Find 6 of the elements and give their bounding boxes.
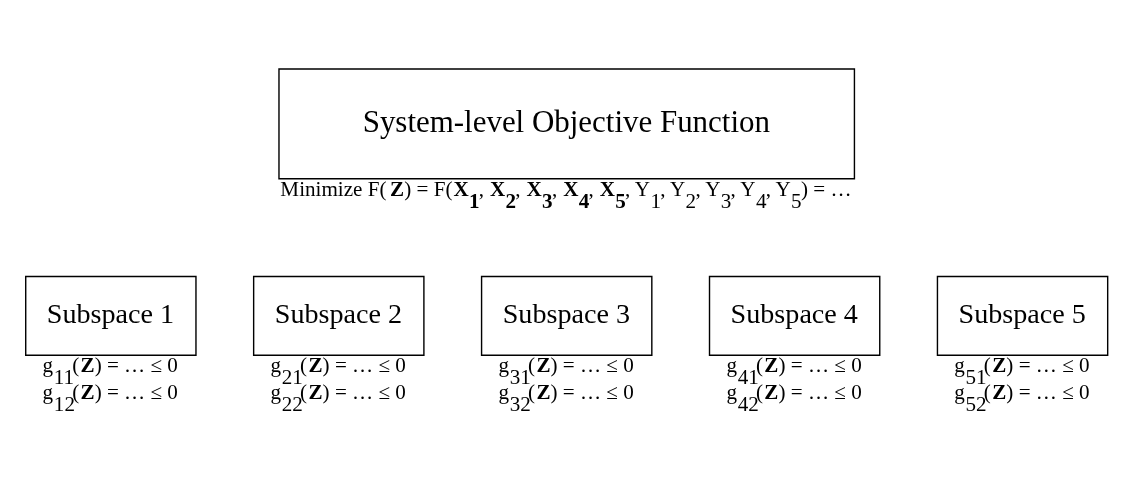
node-box: Subspace 4: [708, 275, 881, 356]
node-box: System-level Objective Function: [278, 68, 856, 180]
node-box: Subspace 2: [252, 275, 425, 356]
node-box: Subspace 3: [480, 275, 653, 356]
node-box: Subspace 1: [25, 275, 197, 356]
node-box: Subspace 5: [936, 275, 1109, 356]
